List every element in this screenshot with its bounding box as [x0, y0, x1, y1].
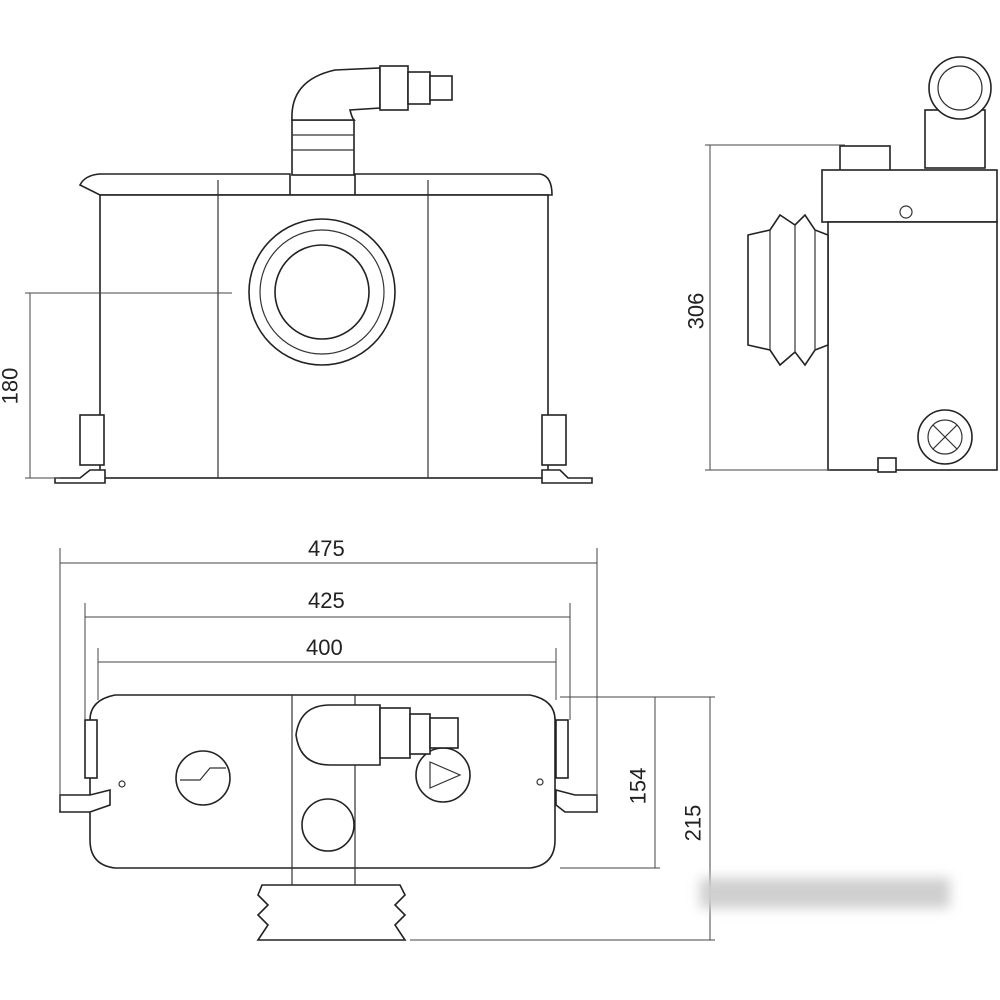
side-view — [747, 56, 998, 473]
dimension-lines-top — [59, 548, 715, 941]
dimension-label-215: 215 — [680, 804, 706, 842]
top-view — [59, 694, 598, 941]
dimension-label-400: 400 — [306, 635, 343, 660]
blurred-watermark — [700, 878, 950, 908]
dimension-180 — [25, 292, 232, 479]
dimension-label-475: 475 — [308, 536, 345, 561]
dimension-label-154: 154 — [625, 767, 651, 805]
front-view — [54, 65, 593, 484]
dimension-label-180: 180 — [0, 367, 23, 405]
dimension-label-425: 425 — [308, 588, 345, 613]
dimension-306 — [705, 144, 845, 471]
dimension-label-306: 306 — [683, 292, 709, 330]
